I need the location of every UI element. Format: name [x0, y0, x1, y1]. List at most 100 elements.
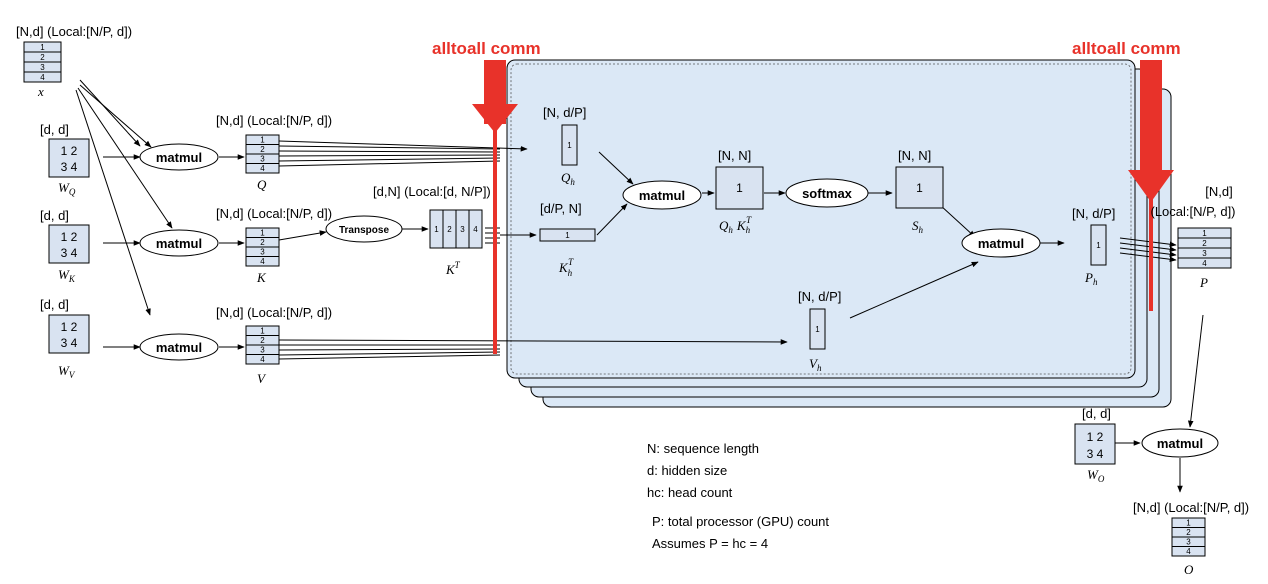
- legend-item-3: hc: head count: [647, 485, 733, 500]
- wv-name: WV: [58, 363, 76, 380]
- matrix-k: [N,d] (Local:[N/P, d]) 1 2 3 4 K: [216, 206, 332, 285]
- matmul-q-op: matmul: [139, 143, 219, 171]
- alltoall-comm-right: alltoall comm: [1072, 39, 1181, 311]
- matrix-o: [N,d] (Local:[N/P, d]) 1 2 3 4 O: [1133, 500, 1249, 577]
- q-cell-3: 3: [260, 155, 265, 164]
- kt-cell-2: 2: [447, 225, 452, 234]
- x-cell-4: 4: [40, 73, 45, 82]
- weight-wo: [d, d] 1 2 3 4 WO: [1074, 406, 1116, 484]
- wo-row-2: 3 4: [1087, 447, 1104, 461]
- kht-shape-label: [d/P, N]: [540, 201, 582, 216]
- kht-cell: 1: [565, 231, 570, 240]
- wq-row-2: 3 4: [61, 160, 78, 174]
- weight-wk: [d, d] 1 2 3 4 WK: [40, 208, 90, 284]
- kt-cell-4: 4: [473, 225, 478, 234]
- matmul-qk-label: matmul: [639, 188, 685, 203]
- head-sh: [N, N] 1 Sh: [895, 148, 944, 235]
- wo-name: WO: [1087, 467, 1105, 484]
- matmul-k-op: matmul: [139, 229, 219, 257]
- sh-shape-label: [N, N]: [898, 148, 931, 163]
- transpose-label: Transpose: [339, 225, 389, 236]
- head-vh: [N, d/P] 1 Vh: [798, 289, 841, 373]
- head-panels: [506, 59, 1172, 408]
- qk-cell: 1: [736, 181, 743, 195]
- x-shape-label: [N,d] (Local:[N/P, d]): [16, 24, 132, 39]
- comm-arrow-head-left: [472, 104, 518, 133]
- head-ph: [N, d/P] 1 Ph: [1072, 206, 1115, 287]
- ph-shape-label: [N, d/P]: [1072, 206, 1115, 221]
- alltoall-comm-right-label: alltoall comm: [1072, 39, 1181, 58]
- k-cell-1: 1: [260, 229, 265, 238]
- o-cell-2: 2: [1186, 528, 1191, 537]
- input-x: [N,d] (Local:[N/P, d]) 1 2 3 4 x: [16, 24, 132, 99]
- x-name: x: [37, 84, 44, 99]
- head-panel-front: [506, 59, 1136, 379]
- p-name: P: [1199, 275, 1208, 290]
- wv-row-1: 1 2: [61, 320, 78, 334]
- wv-shape-label: [d, d]: [40, 297, 69, 312]
- q-name: Q: [257, 177, 267, 192]
- legend-item-5: Assumes P = hc = 4: [652, 536, 768, 551]
- q-shape-label: [N,d] (Local:[N/P, d]): [216, 113, 332, 128]
- comm-arrow-shaft-right: [1140, 60, 1162, 184]
- comm-barrier-right: [1149, 195, 1153, 311]
- vh-shape-label: [N, d/P]: [798, 289, 841, 304]
- x-cell-3: 3: [40, 63, 45, 72]
- legend-item-2: d: hidden size: [647, 463, 727, 478]
- wo-row-1: 1 2: [1087, 430, 1104, 444]
- qk-shape-label: [N, N]: [718, 148, 751, 163]
- transpose-op: Transpose: [325, 215, 403, 243]
- k-cell-3: 3: [260, 248, 265, 257]
- kht-name: KhT: [558, 257, 574, 278]
- alltoall-comm-left-label: alltoall comm: [432, 39, 541, 58]
- p-cell-4: 4: [1202, 259, 1207, 268]
- matmul-v-op: matmul: [139, 333, 219, 361]
- x-cell-2: 2: [40, 53, 45, 62]
- matmul-qk-op: matmul: [622, 180, 702, 210]
- wk-row-2: 3 4: [61, 246, 78, 260]
- matmul-sv-op: matmul: [961, 228, 1041, 258]
- matmul-o-op: matmul: [1141, 428, 1219, 458]
- k-cell-2: 2: [260, 238, 265, 247]
- head-qh: [N, d/P] 1 Qh: [543, 105, 586, 187]
- wv-row-2: 3 4: [61, 336, 78, 350]
- alltoall-comm-left: alltoall comm: [432, 39, 541, 354]
- wo-shape-label: [d, d]: [1082, 406, 1111, 421]
- v-name: V: [257, 371, 267, 386]
- legend: N: sequence length d: hidden size hc: he…: [647, 441, 829, 551]
- legend-item-4: P: total processor (GPU) count: [652, 514, 829, 529]
- p-cell-3: 3: [1202, 249, 1207, 258]
- p-cell-1: 1: [1202, 229, 1207, 238]
- o-cell-1: 1: [1186, 519, 1191, 528]
- matrix-v: [N,d] (Local:[N/P, d]) 1 2 3 4 V: [216, 305, 332, 386]
- q-cell-4: 4: [260, 164, 265, 173]
- sh-name: Sh: [912, 218, 924, 235]
- kt-shape-label: [d,N] (Local:[d, N/P]): [373, 184, 491, 199]
- wk-name: WK: [58, 267, 76, 284]
- qh-cell: 1: [567, 141, 572, 150]
- o-cell-4: 4: [1186, 547, 1191, 556]
- comm-arrow-head-right: [1128, 170, 1174, 202]
- v-cell-3: 3: [260, 346, 265, 355]
- p-shape-label-2: (Local:[N/P, d]): [1150, 204, 1235, 219]
- vh-name: Vh: [809, 356, 822, 373]
- wq-shape-label: [d, d]: [40, 122, 69, 137]
- p-cell-2: 2: [1202, 239, 1207, 248]
- kt-cell-3: 3: [460, 225, 465, 234]
- comm-barrier-left: [493, 124, 497, 354]
- ph-cell: 1: [1096, 241, 1101, 250]
- matrix-kt: [d,N] (Local:[d, N/P]) 1 2 3 4 KT: [373, 184, 491, 277]
- matmul-v-label: matmul: [156, 340, 202, 355]
- v-cell-4: 4: [260, 355, 265, 364]
- wq-row-1: 1 2: [61, 144, 78, 158]
- head-panel-dashed-border: [510, 63, 1132, 375]
- matrix-p: [N,d] (Local:[N/P, d]) 1 2 3 4 P: [1150, 184, 1235, 290]
- softmax-label: softmax: [802, 186, 853, 201]
- o-cell-3: 3: [1186, 538, 1191, 547]
- x-cell-1: 1: [40, 43, 45, 52]
- sh-cell: 1: [916, 181, 923, 195]
- qh-name: Qh: [561, 170, 575, 187]
